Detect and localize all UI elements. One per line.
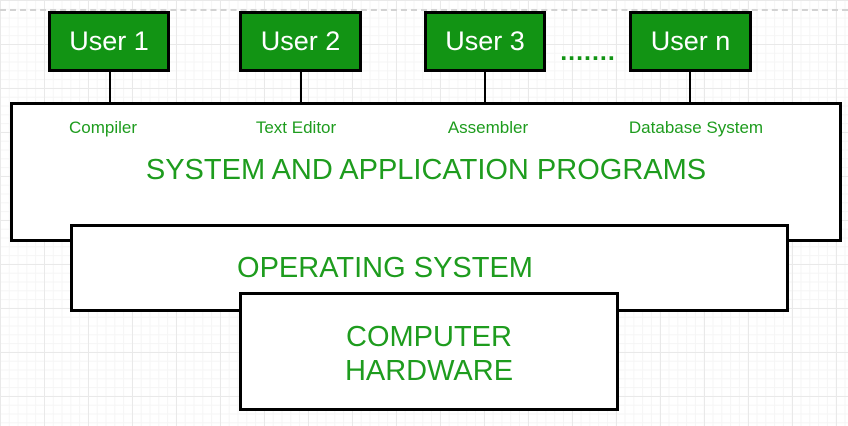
user-box-n-label: User n [650, 26, 731, 56]
programs-layer-title: SYSTEM AND APPLICATION PROGRAMS [145, 154, 707, 186]
connector-line-usern [689, 72, 691, 103]
dashed-guide-line [0, 9, 848, 11]
user-box-1: User 1 [48, 11, 170, 72]
user-box-3-label: User 3 [445, 26, 525, 56]
user-box-2-label: User 2 [260, 26, 341, 56]
user-box-n: User n [629, 11, 752, 72]
user-box-1-label: User 1 [69, 26, 149, 56]
connector-line-user3 [484, 72, 486, 103]
program-label-assembler: Assembler [447, 118, 529, 137]
connector-line-user2 [300, 72, 302, 103]
user-box-3: User 3 [424, 11, 546, 72]
program-label-database-system: Database System [628, 118, 764, 137]
user-box-2: User 2 [239, 11, 362, 72]
connector-line-user1 [109, 72, 111, 103]
computer-hardware-title: COMPUTER HARDWARE [239, 320, 619, 388]
operating-system-title: OPERATING SYSTEM [237, 252, 533, 284]
program-label-text-editor: Text Editor [255, 118, 337, 137]
computer-hardware-title-line2: HARDWARE [344, 355, 514, 387]
program-label-compiler: Compiler [68, 118, 138, 137]
ellipsis-dots: ....... [560, 38, 616, 66]
computer-hardware-box [239, 292, 619, 411]
computer-hardware-title-line1: COMPUTER [346, 321, 512, 353]
